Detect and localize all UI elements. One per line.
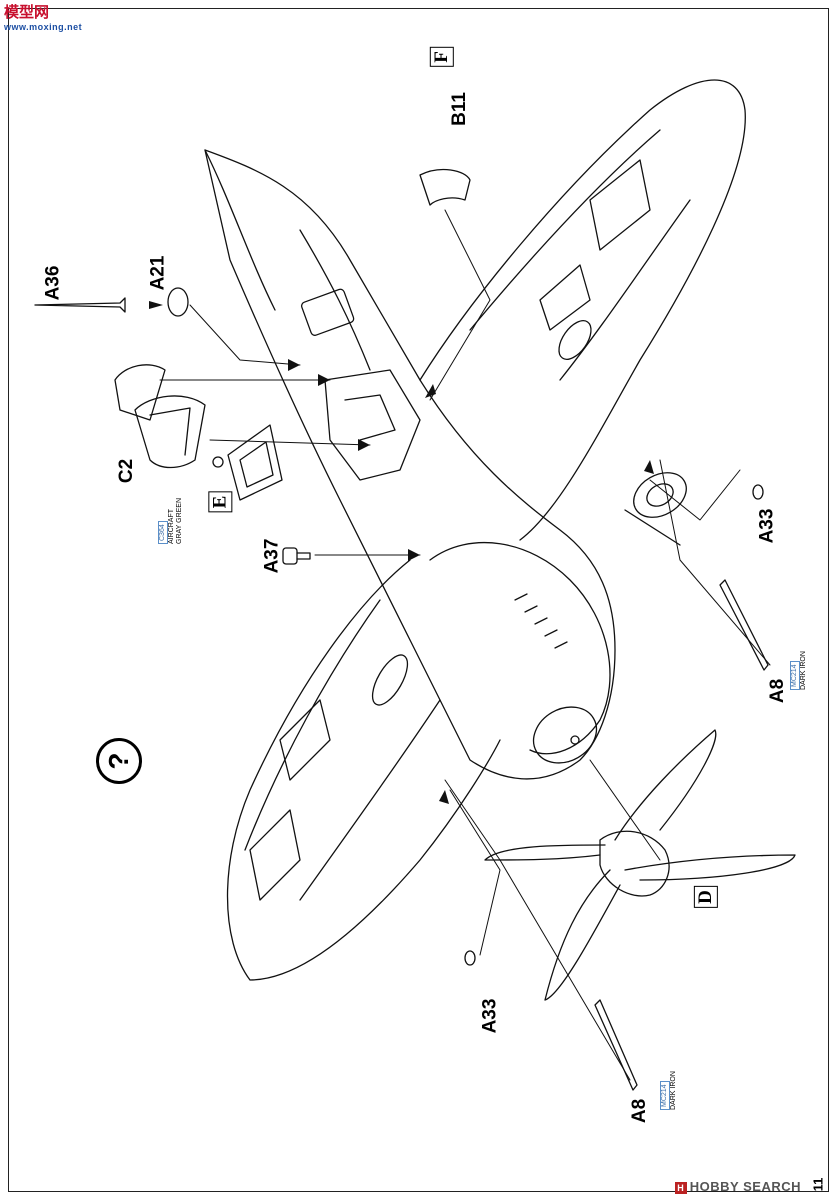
paint-name-a8-left: DARK IRON: [670, 1071, 677, 1110]
part-a37: [282, 547, 311, 565]
watermark-cn-text: 模型网: [4, 4, 50, 21]
part-label-e-group: E: [208, 490, 233, 514]
paint-callout-a8-left: MC214 DARK IRON: [660, 1071, 678, 1110]
part-a21: [167, 287, 189, 317]
part-label-a33-right: A33: [756, 508, 778, 544]
paint-code-a8-right: MC214: [790, 661, 800, 690]
paint-code-c2: C364: [158, 521, 168, 544]
watermark-top-left: 模型网 www.moxing.net: [4, 4, 83, 34]
part-c2-canopy: [114, 364, 206, 469]
part-e-windscreen: [212, 424, 283, 501]
engine-cowling: [429, 541, 611, 764]
left-wing: [226, 559, 501, 981]
paint-callout-c2: C364 AIRCRAFT GRAY GREEN: [158, 498, 184, 544]
part-a33: [464, 484, 764, 966]
question-mark-symbol: ?: [96, 738, 142, 784]
paint-name-c2-line1: AIRCRAFT: [168, 509, 175, 544]
hobby-search-logo-icon: H: [674, 1182, 687, 1194]
assembly-label-e: E: [208, 491, 233, 513]
landing-gear: [624, 472, 687, 546]
arrowheads: [149, 301, 654, 804]
part-a36: [34, 297, 126, 313]
part-label-a36: A36: [42, 265, 64, 301]
instruction-sheet-border: [8, 8, 829, 1192]
part-label-a33-left: A33: [479, 998, 501, 1034]
part-label-a8-left: A8: [629, 1098, 651, 1124]
paint-name-a8-right: DARK IRON: [800, 651, 807, 690]
part-label-a8-right: A8: [767, 678, 789, 704]
part-label-c2: C2: [116, 458, 138, 484]
watermark-domain: www.moxing.net: [4, 22, 83, 32]
part-label-a37: A37: [261, 538, 283, 574]
paint-name-c2-line2: GRAY GREEN: [176, 497, 183, 544]
page-number: 11: [810, 1177, 826, 1192]
part-label-b11: B11: [448, 92, 470, 126]
assembly-label-f: F: [429, 47, 454, 67]
watermark-hobby-text: HOBBY SEARCH: [689, 1179, 801, 1194]
part-label-d-group: D: [693, 885, 718, 909]
part-a8-antenna: [594, 579, 769, 1091]
part-label-a21: A21: [147, 255, 169, 291]
paint-callout-a8-right: MC214 DARK IRON: [790, 651, 808, 690]
cockpit-interior: [324, 369, 421, 481]
right-wing: [419, 79, 746, 541]
part-label-f-group: F: [429, 45, 454, 69]
part-label-b11-group: B11: [443, 92, 477, 126]
paint-code-a8-left: MC214: [660, 1081, 670, 1110]
assembly-label-d: D: [693, 886, 718, 908]
leader-lines: [159, 209, 771, 1081]
fuselage: [204, 149, 616, 780]
part-b11: [419, 168, 471, 206]
propeller-d: [484, 729, 796, 1001]
